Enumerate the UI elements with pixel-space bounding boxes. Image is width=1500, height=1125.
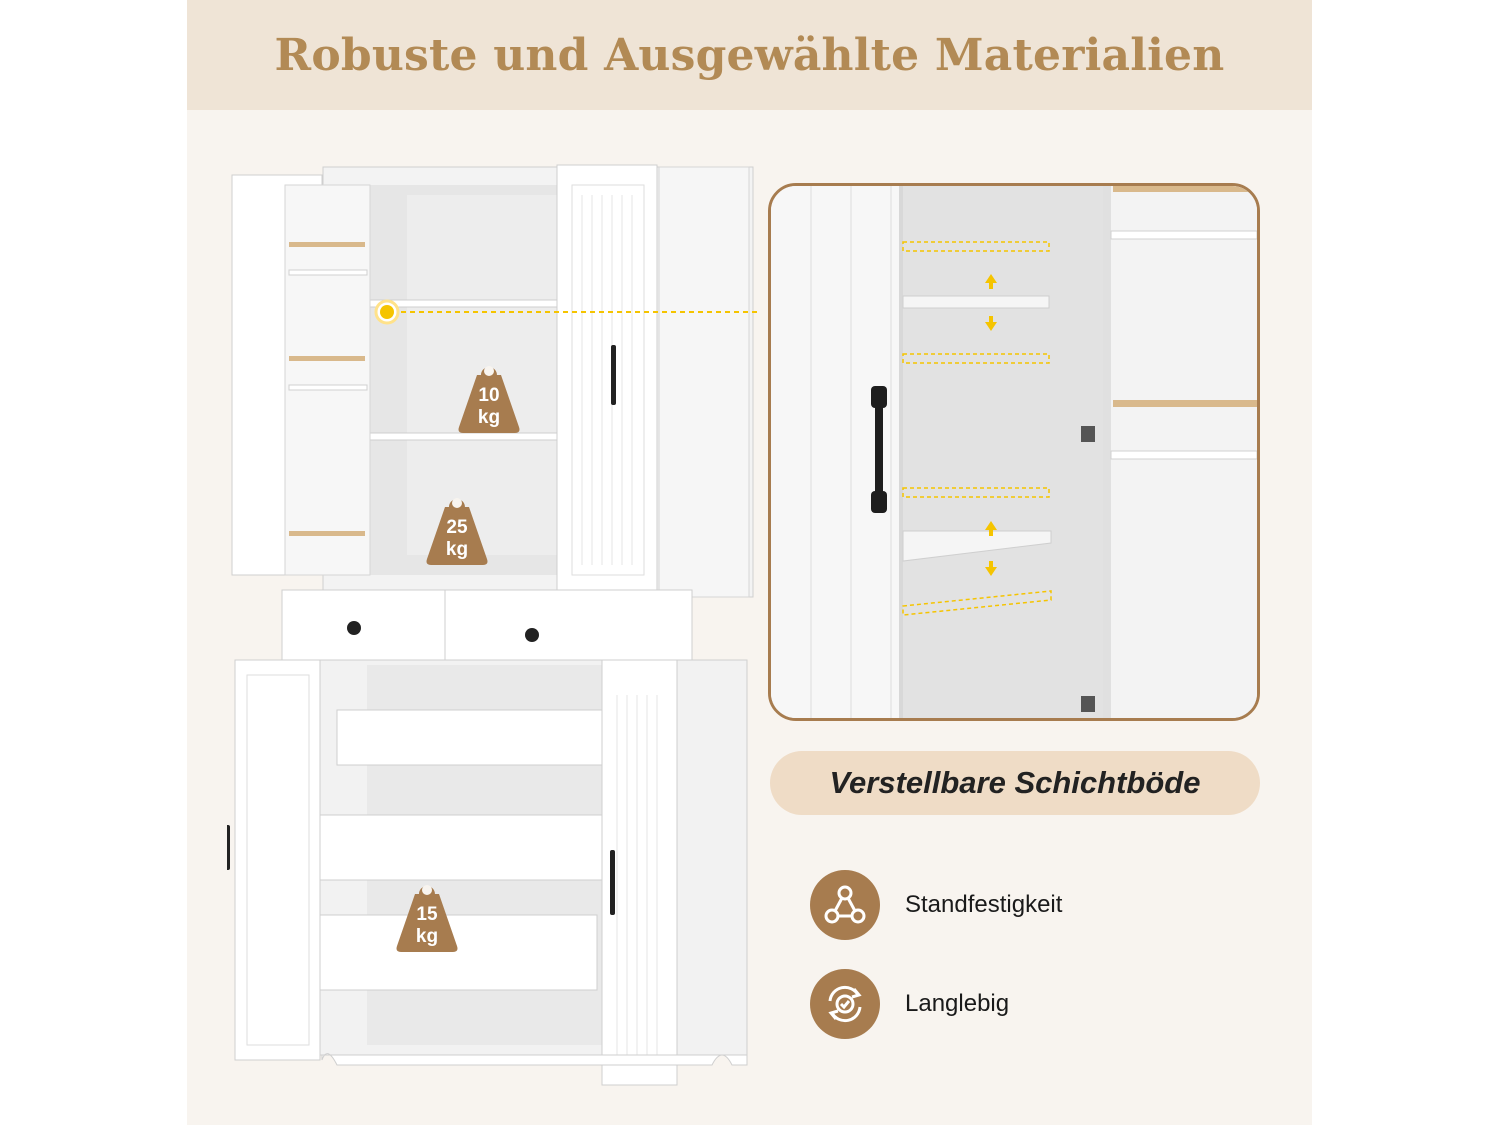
- weight-badge-25kg: 25 kg: [426, 498, 488, 565]
- weight-value-10: 10: [478, 385, 499, 406]
- weight-unit-10: kg: [478, 407, 500, 428]
- weight-value-15: 15: [416, 904, 438, 925]
- weight-value-25: 25: [446, 517, 468, 538]
- feature-durability: Langlebig: [810, 969, 1009, 1039]
- product-infographic: Robuste und Ausgewählte Materialien: [187, 0, 1312, 1125]
- adjustable-shelves-pill: Verstellbare Schichtböde: [770, 751, 1260, 815]
- weight-unit-25: kg: [446, 539, 468, 560]
- durability-icon: [810, 969, 880, 1039]
- adjustable-shelf-detail: [771, 186, 1257, 718]
- page-title: Robuste und Ausgewählte Materialien: [274, 29, 1225, 81]
- weight-badge-10kg: 10 kg: [458, 366, 520, 433]
- weight-badge-15kg: 15 kg: [396, 885, 458, 952]
- weight-unit-15: kg: [416, 926, 438, 947]
- feature-label-stability: Standfestigkeit: [905, 891, 1063, 918]
- adjust-arrow-icon: [985, 274, 997, 576]
- feature-label-durability: Langlebig: [905, 990, 1010, 1017]
- adjustable-shelves-label: Verstellbare Schichtböde: [829, 765, 1201, 800]
- header-banner: Robuste und Ausgewählte Materialien: [187, 0, 1312, 110]
- feature-stability: Standfestigkeit: [810, 870, 1062, 940]
- cabinet-illustration: 10 kg 25 kg 15 kg: [227, 164, 757, 1086]
- stability-icon: [810, 870, 880, 940]
- shelf-detail-zoom: [768, 183, 1260, 721]
